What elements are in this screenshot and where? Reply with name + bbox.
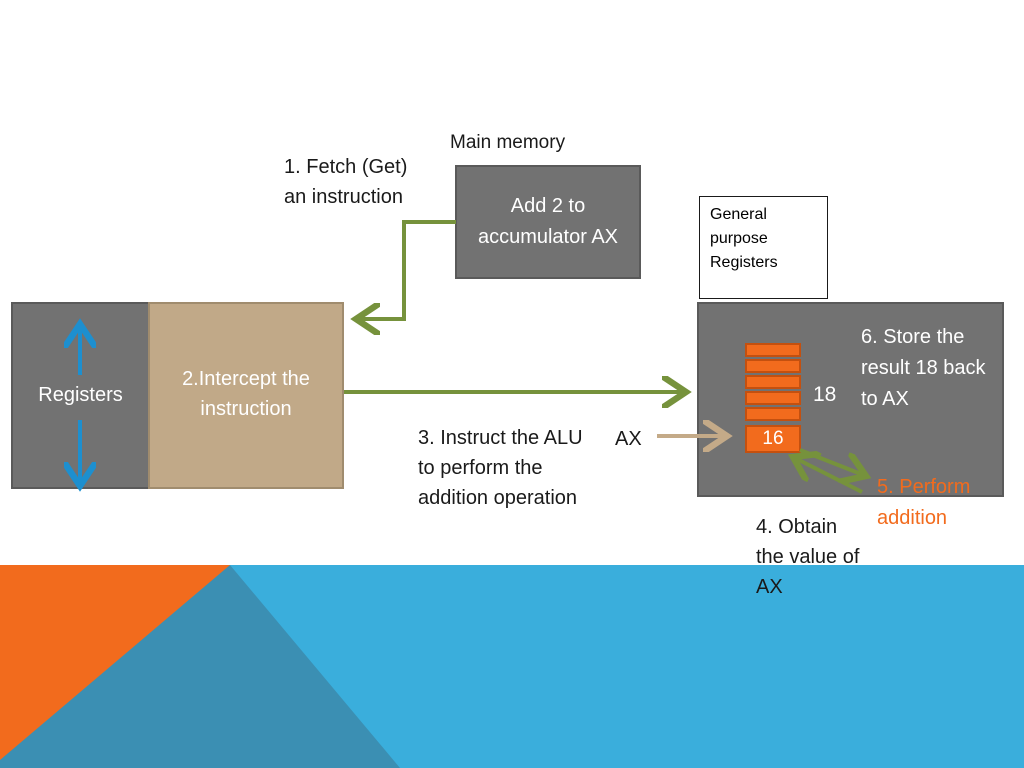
result-value: 18 (813, 383, 837, 406)
control-unit-box: 2.Intercept the instruction (148, 302, 344, 489)
step-intercept-label: 2.Intercept the instruction (182, 367, 310, 420)
step-instruct-label: 3. Instruct the ALU to perform the addit… (418, 427, 583, 509)
step-fetch-label: 1. Fetch (Get) an instruction (284, 156, 408, 208)
gp-registers-label-box: General purpose Registers (699, 196, 828, 299)
fetch-arrow (356, 220, 456, 319)
perform-arrow (799, 448, 866, 476)
obtain-arrow (793, 457, 863, 494)
cpu-registers-label: Registers (38, 384, 123, 406)
register-cell (745, 343, 801, 357)
memory-instruction-text: Add 2 to accumulator AX (477, 195, 619, 248)
register-cell (745, 407, 801, 421)
footer-dark-triangle (0, 565, 400, 768)
step-obtain-label: 4. Obtain the value of AX (756, 516, 860, 598)
register-ax-cell: 16 (745, 425, 801, 453)
step-perform-label: 5. Perform addition (877, 476, 971, 529)
main-memory-label: Main memory (450, 132, 566, 153)
register-cell (745, 391, 801, 405)
gp-registers-label: General purpose Registers (710, 206, 778, 271)
register-cell (745, 359, 801, 373)
footer-orange-triangle (0, 565, 230, 760)
step-store-label: 6. Store the result 18 back to AX (861, 326, 986, 410)
register-cell (745, 375, 801, 389)
register-ax-value: 16 (762, 428, 784, 449)
register-stack: 16 (745, 343, 803, 453)
ax-label: AX (615, 428, 642, 450)
